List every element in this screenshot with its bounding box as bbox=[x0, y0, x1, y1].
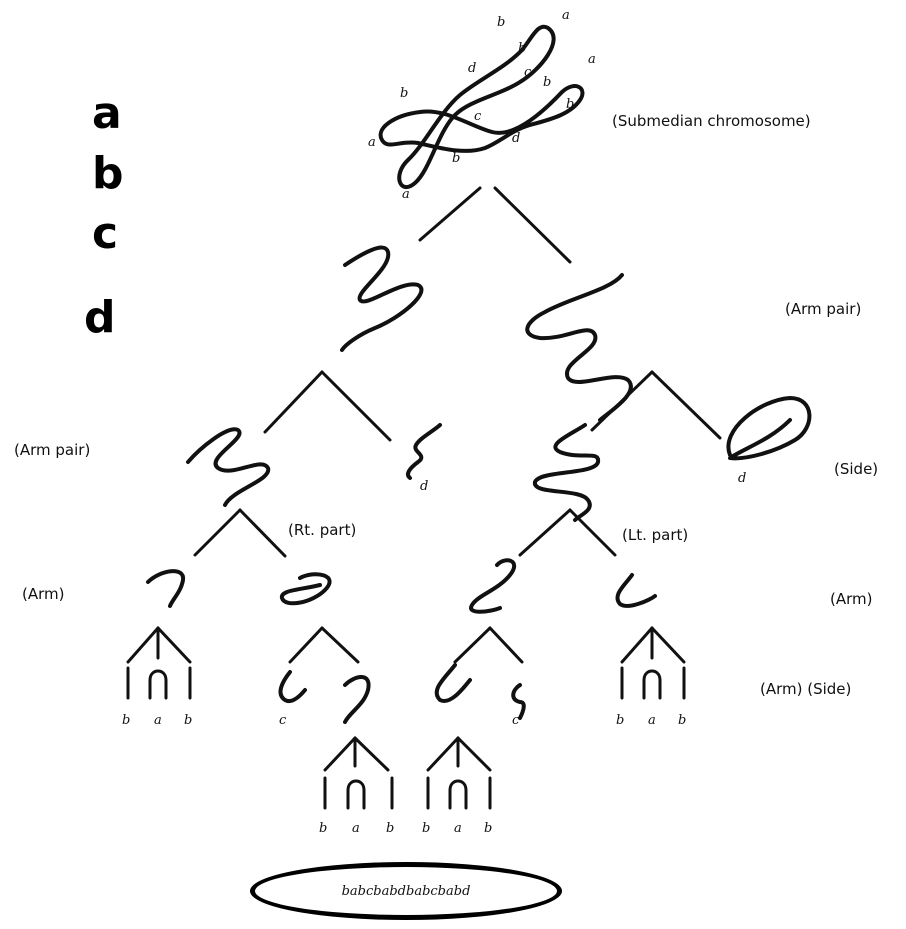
svg-text:b: b bbox=[484, 821, 492, 836]
branch-line bbox=[568, 508, 617, 557]
tripod bbox=[620, 626, 686, 664]
label-arm-left: (Arm) bbox=[22, 585, 65, 603]
svg-text:b: b bbox=[122, 713, 130, 728]
svg-text:b: b bbox=[386, 821, 394, 836]
chromosome-letter: b bbox=[566, 97, 574, 112]
branch-line bbox=[238, 508, 287, 558]
leaf-bab: b a b bbox=[319, 776, 394, 836]
label-lt-part: (Lt. part) bbox=[622, 526, 689, 544]
arm-squiggle bbox=[280, 572, 332, 606]
leaf-bab: b a b bbox=[122, 666, 192, 728]
arm-squiggle bbox=[343, 675, 371, 724]
arm-pair-right-squiggle bbox=[525, 273, 633, 422]
arm-pair-squiggle bbox=[186, 427, 271, 507]
label-side: (Side) bbox=[834, 460, 879, 478]
leaf-bab: b a b bbox=[422, 776, 492, 836]
label-arm-pair-right: (Arm pair) bbox=[785, 300, 862, 318]
branch-line bbox=[518, 508, 572, 557]
arm-c-squiggle bbox=[278, 670, 307, 703]
tripod bbox=[126, 626, 192, 664]
branch-line bbox=[488, 626, 524, 664]
svg-text:a: a bbox=[648, 713, 656, 728]
side-letter-d: d bbox=[738, 471, 746, 486]
arm-squiggle bbox=[146, 569, 185, 608]
branch-line bbox=[263, 370, 324, 434]
branch-line bbox=[453, 626, 492, 664]
arm-squiggle bbox=[469, 558, 517, 614]
svg-text:a: a bbox=[454, 821, 462, 836]
chromosome-letter: a bbox=[588, 52, 596, 67]
chromosome-letter: b bbox=[497, 15, 505, 30]
branch-line bbox=[288, 626, 324, 664]
svg-text:a: a bbox=[352, 821, 360, 836]
leaf-c: c bbox=[512, 713, 520, 728]
branch-line bbox=[193, 508, 242, 557]
branch-line bbox=[590, 370, 654, 432]
svg-text:a: a bbox=[154, 713, 162, 728]
branch-line bbox=[320, 370, 392, 442]
alphabet-letter-c: c bbox=[92, 208, 119, 259]
tripod bbox=[426, 736, 492, 772]
svg-text:b: b bbox=[319, 821, 327, 836]
chromosome-letter: a bbox=[562, 8, 570, 23]
chromosome-arm-lower bbox=[378, 84, 585, 153]
svg-text:b: b bbox=[616, 713, 624, 728]
arm-c-squiggle bbox=[511, 683, 526, 720]
leaf-bab: b a b bbox=[616, 666, 686, 728]
leaf-c: c bbox=[279, 713, 287, 728]
label-arm-right: (Arm) bbox=[830, 590, 873, 608]
alphabet-letter-b: b bbox=[92, 148, 124, 199]
arm-squiggle bbox=[615, 573, 657, 608]
side-letter-d: d bbox=[420, 479, 428, 494]
side-loop bbox=[726, 396, 812, 461]
side-squiggle bbox=[406, 423, 442, 480]
chromosome-letter: b bbox=[543, 75, 551, 90]
label-submedian-chromosome: (Submedian chromosome) bbox=[612, 112, 811, 130]
chromosome-letter: a bbox=[402, 187, 410, 202]
result-string-text: babcbabdbabcbabd bbox=[341, 883, 471, 899]
branch-line bbox=[493, 186, 572, 264]
label-rt-part: (Rt. part) bbox=[288, 521, 357, 539]
label-arm-side: (Arm) (Side) bbox=[760, 680, 852, 698]
arm-pair-squiggle bbox=[533, 423, 601, 522]
chromosome-letter: d bbox=[512, 131, 520, 146]
chromosome-letter: b bbox=[400, 86, 408, 101]
chromosome-arm-upper bbox=[397, 24, 556, 190]
chromosome-letter: c bbox=[474, 109, 482, 124]
branch-line bbox=[418, 186, 482, 242]
svg-text:b: b bbox=[422, 821, 430, 836]
branch-line bbox=[320, 626, 360, 664]
alphabet-letter-a: a bbox=[92, 88, 122, 139]
chromosome-letter: c bbox=[524, 65, 532, 80]
chromosome-letter: b bbox=[452, 151, 460, 166]
svg-text:b: b bbox=[184, 713, 192, 728]
result-string: babcbabdbabcbabd bbox=[250, 862, 562, 920]
chromosome-letter: a bbox=[368, 135, 376, 150]
arm-pair-left-squiggle bbox=[340, 245, 424, 352]
svg-text:b: b bbox=[678, 713, 686, 728]
chromosome-letter: b bbox=[518, 41, 526, 56]
chromosome-letter: d bbox=[468, 61, 476, 76]
label-arm-pair-left: (Arm pair) bbox=[14, 441, 91, 459]
branch-line bbox=[650, 370, 722, 440]
alphabet-letter-d: d bbox=[84, 292, 116, 343]
tripod bbox=[323, 736, 390, 772]
arm-squiggle bbox=[434, 663, 472, 703]
